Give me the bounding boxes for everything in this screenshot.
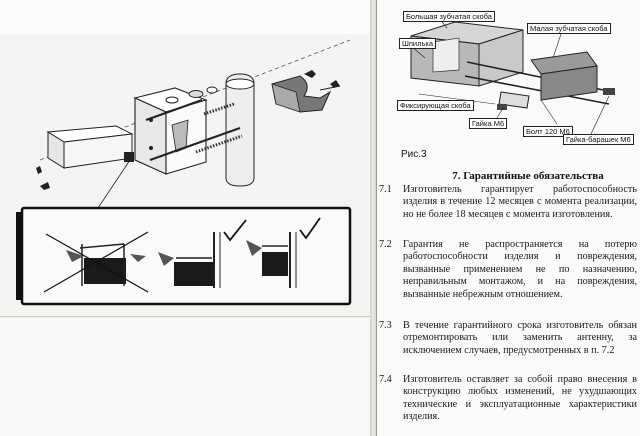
mast-pipe	[225, 73, 255, 187]
label-small-bracket: Малая зубчатая скоба	[527, 23, 611, 34]
page-fold	[370, 0, 376, 436]
mounting-diagram	[16, 39, 352, 306]
bolt-upper	[145, 99, 235, 121]
clause-7-2: 7.2 Гарантия не распространяется на поте…	[377, 239, 639, 301]
washers-top	[165, 86, 218, 104]
fig3-large-bracket	[410, 21, 524, 87]
label-bolt: Болт 120 М6	[523, 126, 573, 137]
clause-number: 7.4	[379, 374, 392, 385]
detail-inset-box	[16, 206, 352, 306]
bolt-lower	[149, 127, 243, 161]
section-title: 7. Гарантийные обязательства	[452, 170, 604, 182]
left-page	[0, 0, 370, 436]
clause-7-3: 7.3 В течение гарантийного срока изготов…	[377, 320, 639, 357]
clause-number: 7.1	[379, 184, 392, 195]
paper-edge	[0, 316, 370, 320]
clause-text: Изготовитель оставляет за собой право вн…	[403, 374, 637, 423]
fig3-wing-nut	[603, 88, 615, 95]
page-bottom-margin	[0, 318, 370, 436]
label-pin: Шпилька	[399, 38, 437, 49]
fig3-nut	[497, 104, 507, 110]
clause-7-4: 7.4 Изготовитель оставляет за собой прав…	[377, 374, 639, 424]
clause-text: В течение гарантийного срока изготовител…	[403, 320, 637, 356]
clause-number: 7.2	[379, 239, 392, 250]
page-top-margin	[0, 0, 370, 34]
label-wing-nut: Гайка-барашек М6	[563, 134, 634, 145]
inset-variant-correct-2	[246, 217, 321, 288]
label-nut: Гайка М6	[469, 118, 508, 129]
inset-variant-wrong	[43, 231, 149, 293]
clause-text: Изготовитель гарантирует работоспособнос…	[403, 184, 637, 220]
figure-3-diagram	[410, 15, 615, 135]
inset-variant-correct-1	[158, 219, 247, 288]
right-page: Большая зубчатая скоба Шпилька Малая зуб…	[376, 0, 640, 436]
small-bracket-part	[271, 70, 341, 113]
callout-line	[97, 159, 131, 209]
label-fixing-bracket: Фиксирующая скоба	[397, 100, 474, 111]
clause-text: Гарантия не распространяется на потерю р…	[403, 239, 637, 300]
figure-caption: Рис.3	[401, 149, 427, 160]
fig3-small-bracket	[530, 51, 598, 101]
fixing-bracket-part	[36, 125, 134, 190]
clause-7-1: 7.1 Изготовитель гарантирует работоспосо…	[377, 184, 639, 221]
clause-number: 7.3	[379, 320, 392, 331]
label-large-bracket: Большая зубчатая скоба	[403, 11, 495, 22]
fig3-rod-2	[464, 75, 610, 105]
